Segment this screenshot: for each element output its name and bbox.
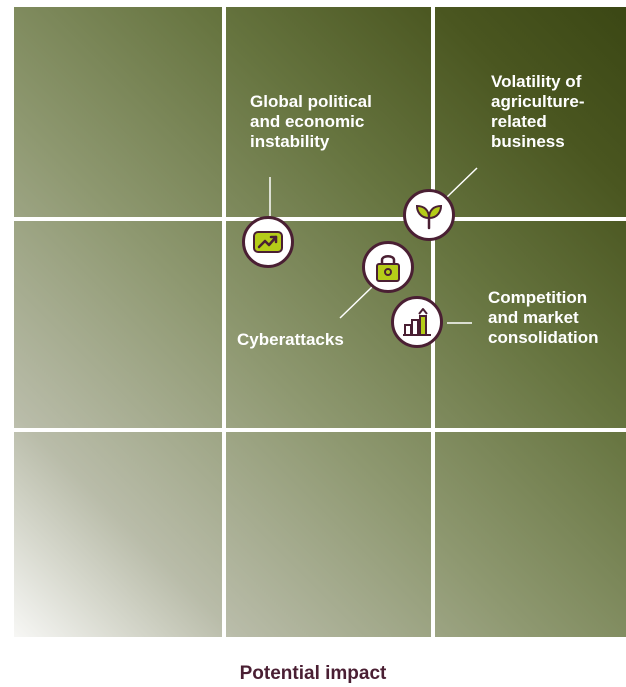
risk-matrix-grid [14,7,626,637]
risk-bubble-volatility [403,189,455,241]
label-competition: Competition and market consolidation [488,288,599,347]
grid-line-vertical-1 [222,7,226,637]
risk-bubble-global [242,216,294,268]
risk-bubble-cyber [362,241,414,293]
label-cyberattacks: Cyberattacks [237,330,344,349]
grid-line-horizontal-1 [14,217,626,221]
grid-line-horizontal-2 [14,428,626,432]
bar-chart-arrow-icon [403,308,431,336]
label-agri-volatility: Volatility of agriculture- related busin… [491,72,585,151]
trending-up-icon [253,231,283,253]
x-axis-title: Potential impact [239,663,387,684]
lock-icon [376,255,400,282]
risk-bubble-competition [391,296,443,348]
label-global-instability: Global political and economic instabilit… [250,92,372,151]
sprout-icon [415,204,443,230]
